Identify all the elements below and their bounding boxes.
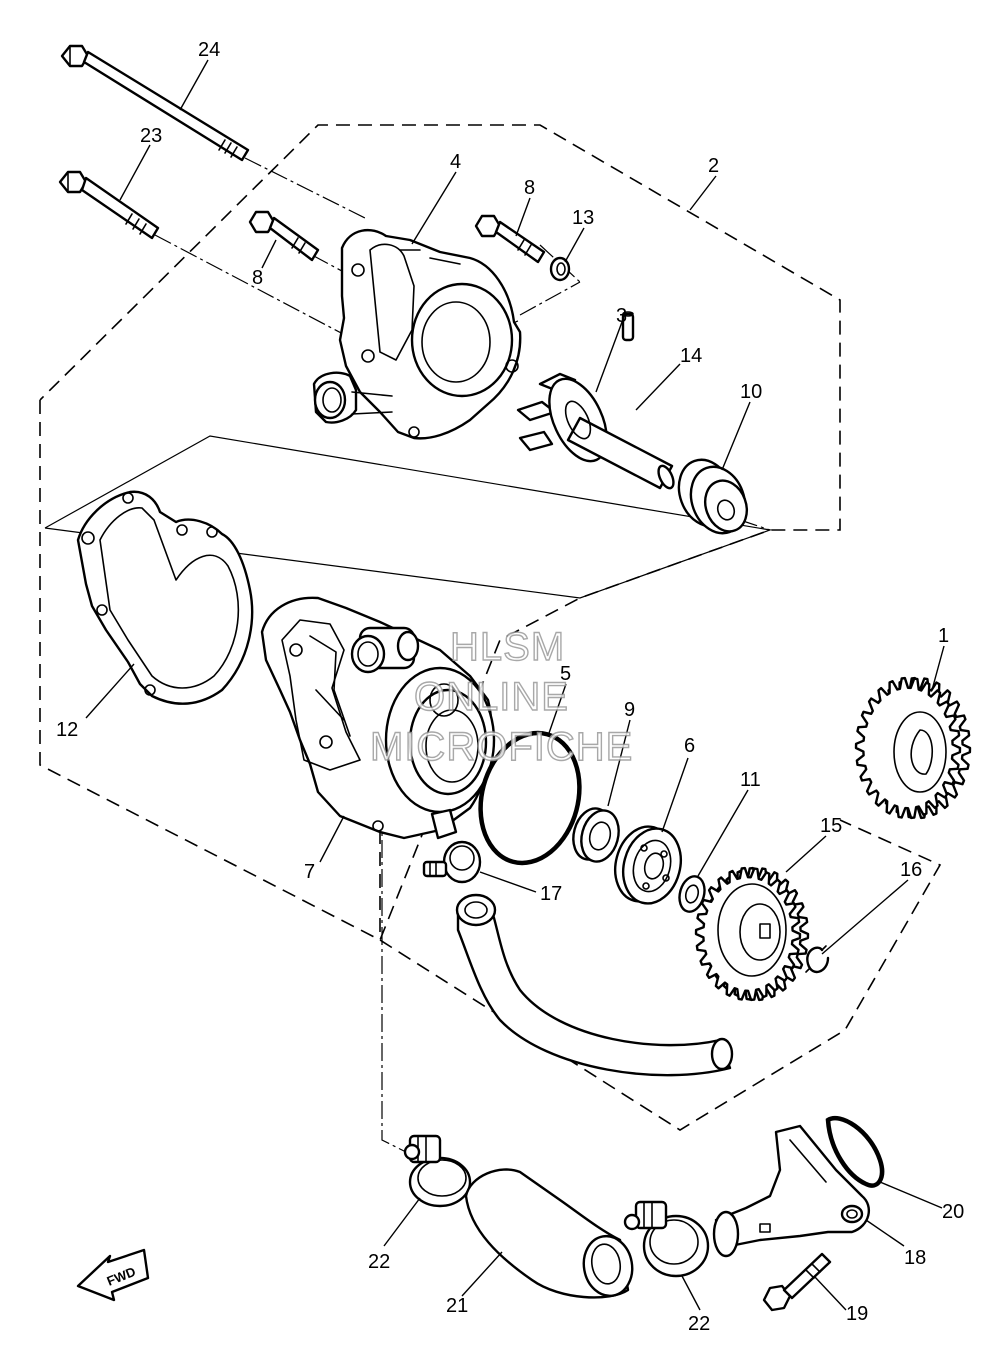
outlet-fitting-part-18 (712, 1124, 871, 1258)
callout-14: 14 (680, 345, 702, 367)
o-ring-part-20 (825, 1115, 885, 1188)
callout-22-right: 22 (688, 1313, 710, 1335)
callout-16: 16 (900, 859, 922, 881)
bolt-part-19 (762, 1252, 832, 1312)
callout-23: 23 (140, 125, 162, 147)
hose-part-21 (464, 1168, 634, 1299)
assembly-boundary-lower (379, 819, 942, 1131)
callout-20: 20 (942, 1201, 964, 1223)
callout-22-left: 22 (368, 1251, 390, 1273)
hose-clamp-part-22-right (623, 1200, 710, 1278)
callout-9: 9 (624, 699, 635, 721)
callout-12: 12 (56, 719, 78, 741)
assembly-boundary-2 (39, 124, 841, 942)
callout-1: 1 (938, 625, 949, 647)
washer-part-11 (678, 875, 706, 913)
bolt-part-23 (58, 170, 160, 240)
callout-3: 3 (616, 305, 627, 327)
hose-clamp-part-22-left (403, 1134, 472, 1208)
callout-4: 4 (450, 151, 461, 173)
bearing-part-6 (614, 825, 682, 905)
callout-17: 17 (540, 883, 562, 905)
callout-18: 18 (904, 1247, 926, 1269)
callout-15: 15 (820, 815, 842, 837)
callout-24: 24 (198, 39, 220, 61)
impeller-shaft-part-3 (516, 372, 675, 490)
gear-teeth-front (694, 866, 802, 1002)
alignment-lines (154, 157, 771, 1156)
bypass-hose (455, 893, 734, 1077)
circlip-part-16 (805, 945, 830, 974)
pin-part-14 (621, 311, 635, 342)
callout-8-left: 8 (252, 267, 263, 289)
leader-lines (85, 59, 945, 1311)
bolt-part-8-right (474, 214, 546, 264)
callout-21: 21 (446, 1295, 468, 1317)
callout-8-right: 8 (524, 177, 535, 199)
callout-6: 6 (684, 735, 695, 757)
callout-5: 5 (560, 663, 571, 685)
pump-cover-part-4 (312, 228, 522, 440)
forward-direction-arrow: FWD (76, 1248, 150, 1302)
pump-housing-part-7 (260, 596, 496, 840)
washer-part-13 (549, 256, 571, 282)
watermark-line-1: HLSM (450, 625, 565, 669)
watermark-line-3: MICROFICHE (370, 725, 633, 769)
callout-7: 7 (304, 861, 315, 883)
callout-11: 11 (740, 769, 761, 791)
gear-part-1 (854, 676, 972, 820)
callout-13: 13 (572, 207, 594, 229)
long-bolt-part-24 (60, 44, 250, 162)
callout-labels: 24 23 4 2 8 13 8 3 14 10 12 7 5 9 6 11 1… (56, 39, 964, 1335)
bolt-part-8-left (248, 210, 320, 262)
watermark: HLSM ONLINE MICROFICHE (369, 624, 633, 769)
mechanical-seal-part-10 (677, 458, 748, 535)
hose-clamp-part-17 (422, 840, 482, 884)
o-ring-part-5 (478, 730, 582, 866)
oil-seal-part-9 (572, 807, 620, 863)
callout-10: 10 (740, 381, 762, 403)
gasket-part-12 (76, 490, 254, 705)
watermark-line-2: ONLINE (414, 675, 569, 719)
gear-teeth-front (854, 676, 962, 820)
callout-19: 19 (846, 1303, 868, 1325)
gear-part-15 (694, 866, 810, 1002)
callout-2: 2 (708, 155, 719, 177)
